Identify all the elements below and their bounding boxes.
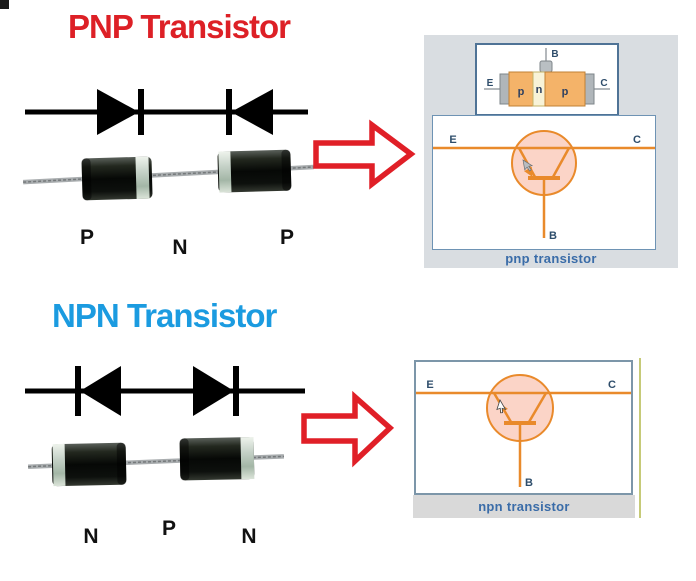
cathode-band (218, 151, 232, 193)
npn-diode-symbols (25, 366, 305, 416)
pnp-panel: E C B p n p E C B (424, 35, 678, 268)
npn-region-label-mid: P (161, 517, 176, 540)
diode-symbol-anode-right (97, 89, 144, 135)
diode-symbol-anode-left (226, 89, 273, 135)
npn-caption: npn transistor (478, 499, 570, 514)
base-label: B (551, 49, 558, 60)
diode-body-left (81, 156, 153, 201)
diode-symbol-anode-right (193, 366, 239, 416)
npn-schematic-box: E C B (414, 360, 633, 495)
collector-diagonal (527, 392, 548, 423)
pnp-transistor-symbol: E C B (433, 130, 655, 242)
p-label-left: p (518, 86, 525, 98)
emitter-label: E (487, 78, 494, 89)
n-label: n (536, 84, 543, 96)
collector-label: C (633, 134, 641, 146)
pnp-region-label-mid: N (172, 236, 188, 259)
p-region-right (544, 71, 586, 107)
npn-region-label-right: N (241, 525, 257, 548)
npn-region-label-left: N (83, 525, 99, 548)
right-arrow-icon (301, 390, 395, 468)
pnp-title: PNP Transistor (68, 8, 291, 45)
npn-title: NPN Transistor (52, 297, 277, 334)
pnp-diode-photo (22, 149, 314, 201)
cathode-band (240, 436, 255, 480)
npn-diode-photo (27, 436, 285, 487)
pnp-diode-symbols (25, 89, 308, 135)
diode-body-left (51, 442, 127, 487)
pnp-region-label-right: P (279, 226, 294, 249)
end-cap-right (584, 73, 595, 105)
mouse-cursor-icon (496, 399, 507, 414)
diode-body-right (179, 436, 255, 481)
pnp-structure-drawing: E C B p n p (484, 48, 610, 107)
emitter-label: E (426, 379, 433, 391)
page-edge-line (639, 358, 641, 518)
base-label: B (549, 230, 557, 242)
pnp-region-label-left: P (79, 226, 94, 249)
cathode-band (52, 443, 66, 487)
cathode-band (135, 156, 150, 199)
pnp-schematic-box: E C B (432, 115, 656, 250)
diode-body-right (217, 149, 292, 193)
diode-symbol-anode-left (75, 366, 121, 416)
end-cap-left (499, 73, 510, 105)
pnp-caption: pnp transistor (505, 251, 597, 266)
base-cap (539, 60, 553, 73)
p-label-right: p (562, 86, 569, 98)
base-label: B (525, 477, 533, 489)
collector-label: C (600, 78, 607, 89)
emitter-label: E (449, 134, 456, 146)
collector-label: C (608, 379, 616, 391)
corner-artifact (0, 0, 9, 9)
collector-diagonal (551, 147, 571, 178)
mouse-cursor-icon (522, 159, 534, 172)
pnp-structure-box: E C B p n p (475, 43, 619, 116)
npn-transistor-symbol: E C B (416, 374, 631, 489)
right-arrow-icon (313, 119, 416, 190)
npn-caption-strip: npn transistor (413, 495, 635, 518)
